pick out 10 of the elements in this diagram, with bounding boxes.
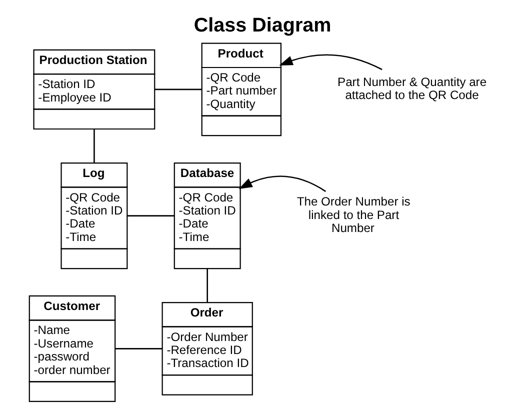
diagram-title: Class Diagram <box>193 14 331 37</box>
node-text: The Order Number is linked to the Part Number <box>296 194 410 236</box>
arrow <box>278 54 382 70</box>
node-text: Part Number & Quantity are attached to the QR Code <box>337 74 486 102</box>
arrow <box>238 176 326 192</box>
connector <box>206 268 208 302</box>
connector <box>126 215 174 216</box>
connector <box>154 88 202 90</box>
connector <box>93 129 94 163</box>
connector <box>115 348 162 350</box>
